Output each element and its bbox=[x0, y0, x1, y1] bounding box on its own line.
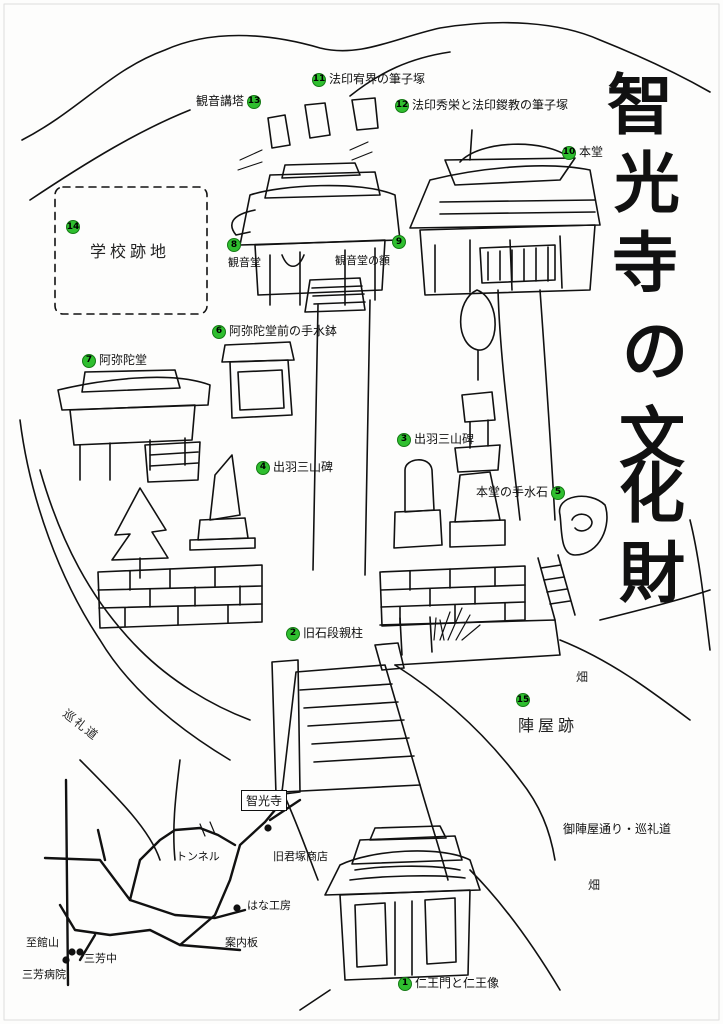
title-char-1: 智 bbox=[607, 66, 673, 144]
site-number-marker: 11 bbox=[312, 72, 326, 87]
round-tree bbox=[459, 289, 496, 381]
school-site-area bbox=[54, 186, 208, 315]
site-number-marker: 12 bbox=[395, 98, 409, 113]
site-number-marker: 9 bbox=[392, 235, 406, 249]
site-number-marker: 10 bbox=[562, 145, 576, 160]
dewa-monument-4 bbox=[189, 454, 256, 551]
stone-steps bbox=[271, 642, 421, 796]
ladder bbox=[537, 554, 576, 621]
site-name: 旧石段親柱 bbox=[303, 626, 364, 640]
inset-tunnel-label: トンネル bbox=[176, 850, 220, 863]
wall-extension bbox=[379, 619, 561, 666]
title-char-4: の bbox=[622, 312, 688, 390]
motion-strokes bbox=[237, 141, 373, 171]
stone-wall-right bbox=[379, 565, 526, 627]
hondo-water-stone bbox=[558, 495, 608, 556]
title-char-2: 光 bbox=[614, 144, 680, 222]
approach-path bbox=[173, 289, 561, 1011]
inset-markers bbox=[62, 821, 272, 964]
site-label-12: 12 法印秀栄と法印鍐教の筆子塚 bbox=[395, 98, 568, 113]
site-label-11: 11 法印宥界の筆子塚 bbox=[312, 72, 425, 87]
site-label-14: 14 bbox=[66, 220, 80, 234]
title-char-7: 財 bbox=[619, 534, 685, 612]
title-char-6: 化 bbox=[619, 454, 685, 532]
inset-hana-label: はな工房 bbox=[247, 899, 291, 912]
site-label-10: 10 本堂 bbox=[562, 145, 603, 160]
site-name-9: 観音堂の額 bbox=[335, 254, 390, 267]
amidado-water-basin bbox=[221, 341, 295, 419]
site-number-marker: 15 bbox=[516, 693, 530, 707]
dewa-monument-3 bbox=[393, 459, 443, 549]
inset-tateyama-label: 至館山 bbox=[26, 936, 59, 949]
site-name: 法印宥界の筆子塚 bbox=[329, 72, 426, 86]
site-number-marker: 13 bbox=[247, 94, 262, 109]
inset-jhs-label: 三芳中 bbox=[84, 952, 117, 965]
site-number-marker: 2 bbox=[286, 626, 300, 641]
kannonko-tablets bbox=[267, 97, 379, 149]
site-name: 阿弥陀堂前の手水鉢 bbox=[229, 324, 338, 338]
site-number-marker: 14 bbox=[66, 220, 80, 234]
site-label-1: 1 仁王門と仁王像 bbox=[398, 976, 499, 991]
site-number-marker: 4 bbox=[256, 460, 270, 475]
school-site-text: 学校跡地 bbox=[90, 242, 171, 261]
stone-lantern bbox=[449, 391, 506, 548]
site-label-5: 本堂の手水石 5 bbox=[476, 485, 566, 500]
site-name: 法印秀栄と法印鍐教の筆子塚 bbox=[412, 98, 569, 112]
site-name: 本堂の手水石 bbox=[476, 485, 549, 499]
site-label-4: 4 出羽三山碑 bbox=[256, 460, 333, 475]
amidado-hall bbox=[57, 369, 211, 483]
site-number-marker: 3 bbox=[397, 432, 411, 447]
site-name-8: 観音堂 bbox=[228, 256, 261, 269]
stone-wall-left bbox=[97, 564, 263, 629]
field-text-1: 畑 bbox=[576, 670, 591, 684]
site-label-3: 3 出羽三山碑 bbox=[397, 432, 474, 447]
site-number-marker: 5 bbox=[551, 485, 566, 500]
site-label-2: 2 旧石段親柱 bbox=[286, 626, 363, 641]
inset-temple-label: 智光寺 bbox=[241, 790, 288, 811]
field-text-2: 畑 bbox=[588, 878, 603, 892]
grass-tuft bbox=[433, 607, 481, 641]
cedar-tree-left bbox=[111, 487, 169, 579]
title-char-5: 文 bbox=[619, 399, 685, 477]
jinya-site-text: 陣屋跡 bbox=[518, 716, 579, 735]
site-label-6: 6 阿弥陀堂前の手水鉢 bbox=[212, 324, 337, 339]
site-number-marker: 1 bbox=[398, 976, 412, 991]
inset-location-map bbox=[43, 778, 302, 987]
hondo-hall bbox=[409, 129, 601, 296]
terrain bbox=[19, 419, 711, 861]
site-number-marker: 6 bbox=[212, 324, 226, 339]
road-label: 御陣屋通り・巡礼道 bbox=[563, 822, 672, 836]
site-label-8: 8 bbox=[227, 238, 241, 252]
site-number-marker: 7 bbox=[82, 353, 96, 368]
inset-hospital-label: 三芳病院 bbox=[22, 968, 66, 981]
inset-sign-label: 案内板 bbox=[225, 936, 258, 949]
site-label-13: 観音講塔 13 bbox=[196, 94, 262, 109]
title-char-3: 寺 bbox=[612, 224, 678, 302]
mountain-ridge bbox=[21, 21, 711, 201]
site-name: 出羽三山碑 bbox=[414, 432, 475, 446]
site-name: 出羽三山碑 bbox=[273, 460, 334, 474]
kannondo-hall bbox=[231, 162, 401, 313]
inset-old-shop-label: 旧君塚商店 bbox=[273, 850, 328, 863]
site-name: 仁王門と仁王像 bbox=[415, 976, 500, 990]
site-name: 観音講塔 bbox=[196, 94, 245, 108]
site-number-marker: 8 bbox=[227, 238, 241, 252]
niomon-gate bbox=[324, 825, 481, 981]
site-name: 本堂 bbox=[579, 145, 604, 159]
site-label-9: 9 bbox=[392, 235, 406, 249]
site-name: 阿弥陀堂 bbox=[99, 353, 148, 367]
site-label-15: 15 bbox=[516, 693, 530, 707]
site-label-7: 7 阿弥陀堂 bbox=[82, 353, 147, 368]
